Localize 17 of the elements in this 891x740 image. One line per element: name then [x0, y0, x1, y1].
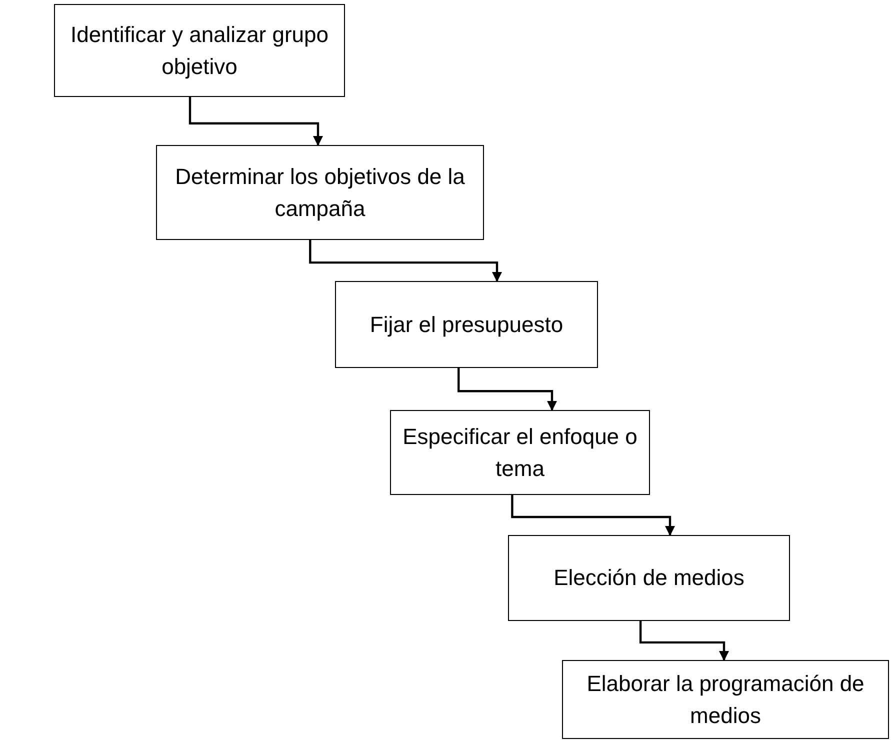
- process-box: [508, 535, 790, 621]
- arrow: [511, 495, 675, 536]
- process-box: [54, 4, 345, 97]
- process-box: [390, 410, 650, 495]
- arrow: [309, 240, 502, 282]
- step-text: Determinar los objetivos de la campaña: [174, 162, 466, 223]
- step-text: Especificar el enfoque o tema: [402, 422, 638, 482]
- process-box: [156, 145, 484, 240]
- process-box: [335, 281, 598, 368]
- step-text: Fijar el presupuesto: [370, 310, 564, 339]
- arrow: [458, 368, 557, 411]
- arrow: [639, 621, 729, 661]
- step-text: Identificar y analizar grupo objetivo: [69, 20, 330, 81]
- step-text: Elección de medios: [554, 564, 744, 592]
- arrow: [188, 97, 323, 146]
- process-box: [562, 660, 889, 739]
- step-text: Elaborar la programación de medios: [586, 670, 866, 730]
